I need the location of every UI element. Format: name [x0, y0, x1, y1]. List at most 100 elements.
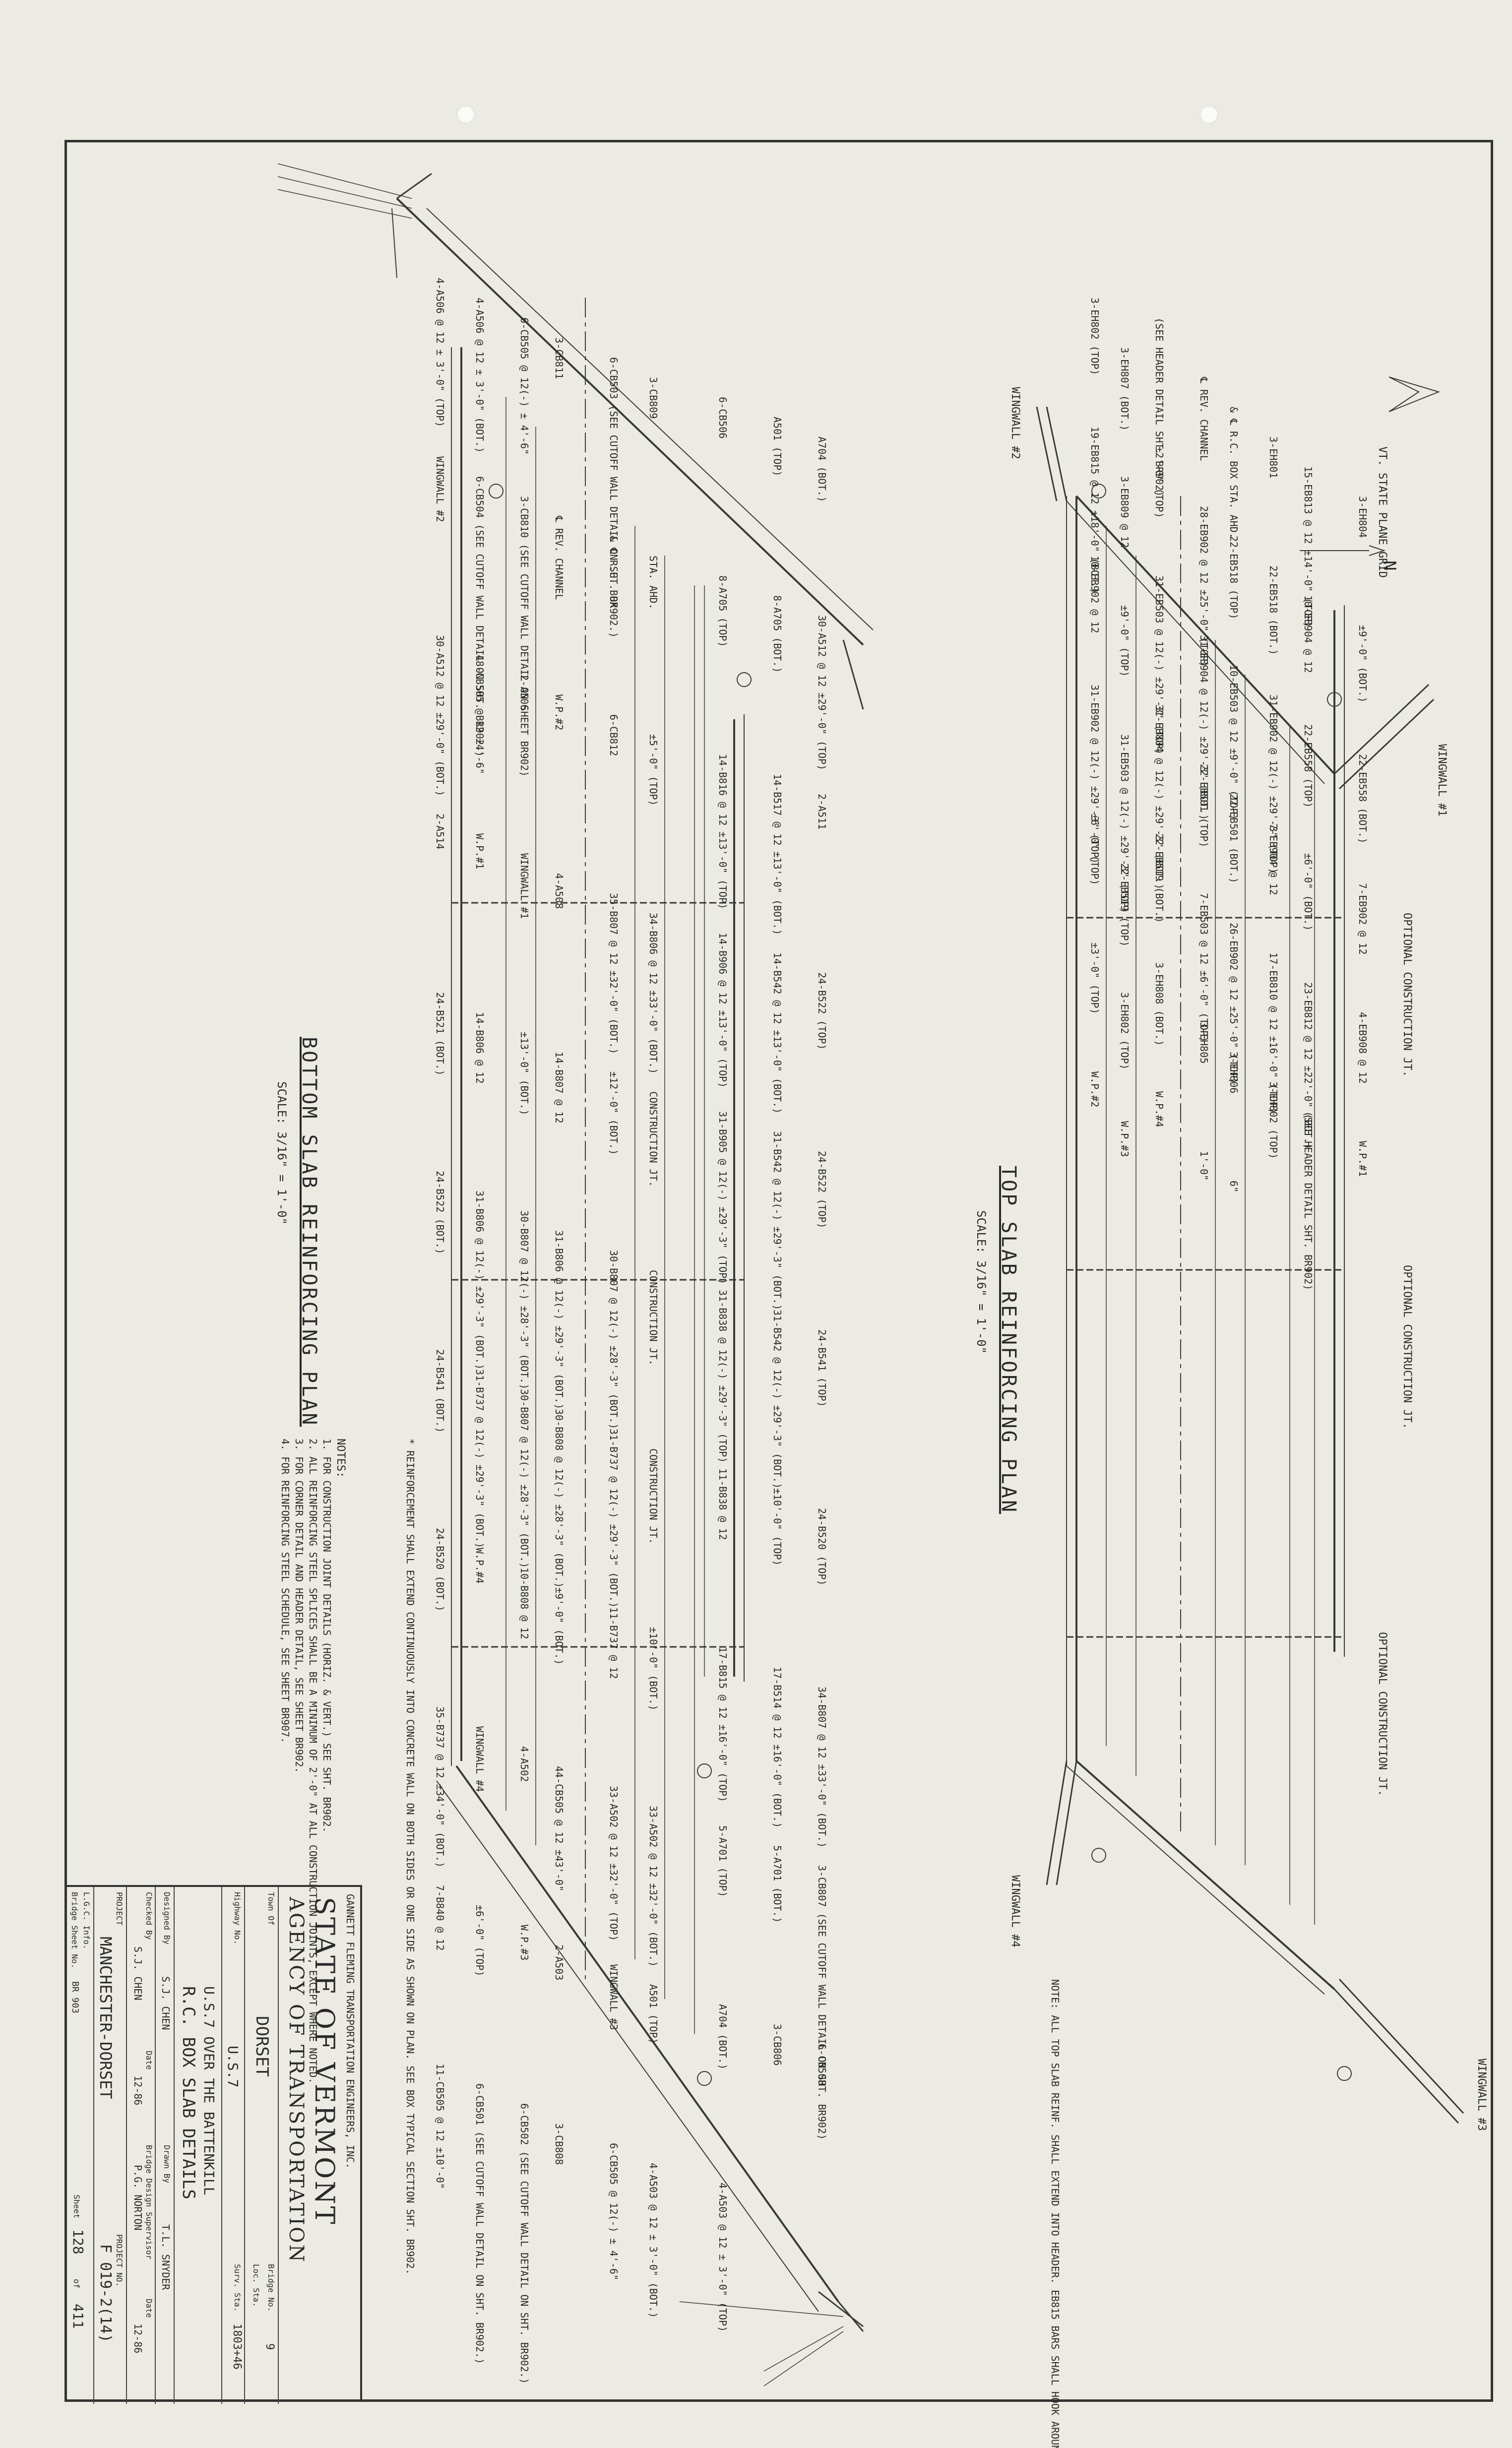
rebar-callout: WINGWALL #4	[474, 1726, 486, 1792]
rebar-callout: 14-B807 @ 12	[553, 1052, 565, 1124]
rebar-callout: 33-A502 @ 12 ±32'-0" (BOT.)	[647, 1806, 659, 1967]
project-label: PROJECT	[115, 1892, 124, 1926]
state-name: STATE OF VERMONT	[309, 1897, 340, 2226]
rebar-callout: 22-EB501 (BOT.)	[1228, 794, 1240, 883]
rebar-callout: ±9'-0" (TOP)	[1119, 605, 1131, 677]
highway-value: U.S.7	[225, 2046, 241, 2088]
rebar-callout: 31-EB902 @ 12(-) ±29'-3" (TOP)	[1267, 694, 1279, 874]
rebar-callout: WINGWALL #2	[434, 456, 446, 522]
construction-joint-label: OPTIONAL CONSTRUCTION JT.	[1401, 1265, 1413, 1429]
rebar-callout: STA. AHD.	[647, 556, 659, 609]
note-item: 4. FOR REINFORCING STEEL SCHEDULE, SEE S…	[279, 1439, 291, 1743]
rebar-callout: 2-A506	[518, 675, 530, 710]
designed-by-label: Designed By	[162, 1892, 172, 1945]
rebar-callout: ±6'-0" (TOP)	[1089, 814, 1101, 885]
rebar-callout: ±6'-0" (TOP)	[474, 1905, 486, 1977]
designed-by-value: S.J. CHEN	[160, 1976, 172, 2030]
rebar-callout: 6-CB505 @ 12(-) ± 4'-6"	[518, 317, 530, 455]
rebar-callout: 30-B807 @ 12(-) ±28'-3" (BOT.)	[518, 1210, 530, 1389]
rebar-callout: CONSTRUCTION JT.	[647, 1091, 659, 1187]
rebar-callout: 22-EB519 (BOT.)	[1153, 833, 1165, 923]
rebar-callout: A501 (TOP)	[771, 417, 783, 476]
rebar-callout: 4-A508	[553, 873, 565, 909]
rebar-callout: ±3'-0" (TOP)	[1089, 942, 1101, 1014]
description: U.S.7 OVER THE BATTENKILL	[201, 1986, 217, 2196]
rebar-callout: 4-EB908 @ 12	[1357, 1012, 1369, 1084]
construction-joint-label: OPTIONAL CONSTRUCTION JT.	[1376, 1632, 1388, 1796]
rebar-callout: 24-B541 (BOT.)	[434, 1349, 446, 1433]
rebar-callout: 31-B542 @ 12(-) ±29'-3" (BOT.)	[771, 1310, 783, 1489]
rebar-callout: 10-EB902 @ 12	[1089, 556, 1101, 633]
rebar-callout: (SEE HEADER DETAIL SHT. BR902)	[1153, 317, 1165, 497]
rebar-callout: 33-A502 @ 12 ±32'-0" (TOP)	[608, 1786, 620, 1941]
rebar-callout: 30-A512 @ 12 ±29'-0" (TOP)	[816, 615, 828, 770]
checked-date-value: 12-86	[132, 2075, 144, 2106]
grid-label: VT. STATE PLANE GRID	[1376, 446, 1388, 578]
rebar-callout: 44-CB505 @ 12 ±43'-0"	[553, 1766, 565, 1891]
bottom-plan-scale: SCALE: 3/16" = 1'-0"	[275, 1081, 289, 1225]
rebar-callout: WINGWALL #3	[608, 1964, 620, 2030]
rebar-callout: 8-A705 (TOP)	[717, 575, 729, 647]
bottom-plan-title: BOTTOM SLAB REINFORCING PLAN	[298, 1037, 320, 1427]
rebar-callout: W.P.#3	[518, 1925, 530, 1960]
surv-sta-value: 1803+46	[231, 2323, 243, 2370]
rebar-callout: 14-B806 @ 12	[474, 1012, 486, 1084]
rebar-callout: 35-B737 @ 12 ±34'-0" (BOT.)	[434, 1706, 446, 1868]
top-plan-title: TOP SLAB REINFORCING PLAN	[997, 1166, 1020, 1514]
sheet-total: 411	[70, 2304, 86, 2329]
rebar-callout: W.P.#2	[1089, 1071, 1101, 1107]
rebar-callout: 8-A705 (BOT.)	[771, 595, 783, 673]
rebar-callout: 5-A701 (BOT.)	[771, 1845, 783, 1923]
rebar-callout: 3-CB807 (SEE CUTOFF WALL DETAIL ON SHT. …	[816, 1865, 828, 2140]
rebar-callout: 22-EB558 (BOT.)	[1357, 754, 1369, 844]
bridge-no-label: Bridge No.	[266, 2264, 276, 2312]
rebar-callout: 3-CB809	[647, 377, 659, 419]
rebar-callout: (SEE HEADER DETAIL SHT. BR902)	[1302, 1111, 1314, 1290]
rebar-callout: & ℄ R.C. BOX STA. AHD.	[1228, 407, 1240, 539]
bridge-sheet-label: Bridge Sheet No.	[70, 1892, 79, 1969]
top-slab-outline	[1036, 377, 1464, 2124]
wingwall-4-label: WINGWALL #4	[1009, 1875, 1021, 1947]
rebar-callout: ℄ REV. CHANNEL	[553, 515, 565, 600]
top-plan-scale: SCALE: 3/16" = 1'-0"	[974, 1210, 988, 1354]
rebar-callout: 28-EB902 @ 12 ±25'-0" (TOP)	[1198, 506, 1210, 667]
bridge-sheet-value: BR 903	[70, 1981, 80, 2014]
binder-hole	[1199, 105, 1218, 124]
rebar-callout: 17-B815 @ 12 ±16'-0" (TOP)	[717, 1647, 729, 1802]
rebar-callout: 34-B806 @ 12 ±33'-0" (BOT.)	[647, 913, 659, 1074]
rebar-callout: 7-B840 @ 12	[434, 1885, 446, 1950]
rebar-callout: 22-EB518 (TOP)	[1228, 536, 1240, 620]
rebar-callout: 3-EH807 (BOT.)	[1119, 347, 1131, 431]
top-plan-note: NOTE: ALL TOP SLAB REINF. SHALL EXTEND I…	[1049, 1979, 1061, 2448]
rebar-callout: 22-EB519 (TOP)	[1119, 863, 1131, 947]
rebar-callout: 17-B514 @ 12 ±16'-0" (BOT.)	[771, 1667, 783, 1828]
town-value: DORSET	[252, 2016, 272, 2077]
rebar-callout: 14-B517 @ 12 ±13'-0" (BOT.)	[771, 774, 783, 935]
rebar-callout: 31-B806 @ 12(-) ±29'-3" (BOT.)	[474, 1191, 486, 1370]
rebar-callout: 3-EH808 (BOT.)	[1153, 962, 1165, 1046]
town-label: Town Of	[266, 1892, 276, 1926]
rebar-callout: 4-A503 @ 12 ± 3'-0" (TOP)	[717, 2183, 729, 2332]
rebar-callout: 23-EB812 @ 12 ±22'-0" (BOT.)	[1302, 982, 1314, 1149]
rebar-callout: 4-A503 @ 12 ± 3'-0" (BOT.)	[647, 2163, 659, 2318]
supervisor-label: Bridge Design Supervisor	[144, 2145, 154, 2260]
rebar-callout: 24-B522 (BOT.)	[434, 1171, 446, 1255]
title-block: GANNETT FLEMING TRANSPORTATION ENGINEERS…	[64, 1885, 362, 2404]
rebar-callout: 7-EB904 @ 12	[1267, 823, 1279, 895]
rebar-callout: ±10'-0" (BOT.)	[647, 1627, 659, 1711]
sheet-label: Sheet	[72, 2195, 81, 2219]
checked-date-label: Date	[144, 2051, 154, 2070]
rebar-callout: 3-EH804	[1357, 496, 1369, 538]
rebar-callout: W.P.#4	[1153, 1091, 1165, 1127]
rebar-callout: CONSTRUCTION JT.	[647, 1270, 659, 1366]
wingwall-3-label: WINGWALL #3	[1475, 2059, 1488, 2131]
rebar-callout: 7-EB902 @ 12	[1357, 883, 1369, 955]
rebar-callout: 14-B816 @ 12 ±13'-0" (TOP)	[717, 754, 729, 909]
rebar-callout: W.P.#1	[474, 833, 486, 869]
top-plan-bar-labels: 3-EH802 (TOP)3-EH807 (BOT.)(SEE HEADER D…	[1089, 298, 1369, 1290]
rebar-callout: 6-CB502 (SEE CUTOFF WALL DETAIL ON SHT. …	[518, 2103, 530, 2384]
rebar-callout: 24-B541 (TOP)	[816, 1329, 828, 1407]
rebar-callout: A704 (BOT.)	[717, 2004, 729, 2070]
firm-name: GANNETT FLEMING TRANSPORTATION ENGINEERS…	[344, 1894, 356, 2169]
